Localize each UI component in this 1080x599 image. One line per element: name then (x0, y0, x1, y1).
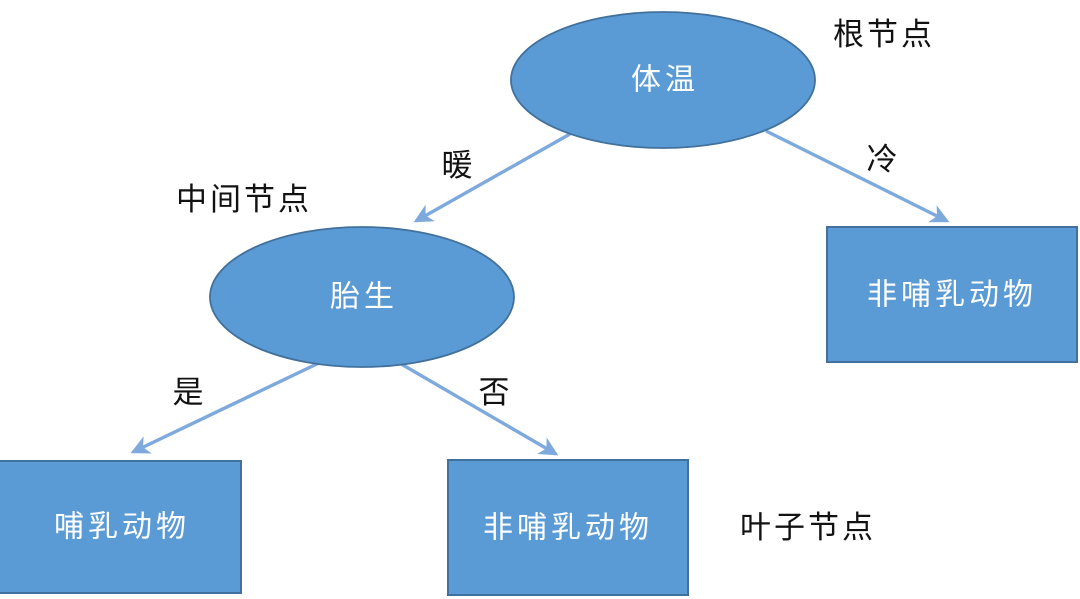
edge-warm-arrow (413, 132, 571, 223)
leaf-mammal-rect (0, 460, 242, 594)
annotation-leaf-note: 叶子节点 (740, 510, 876, 545)
edge-cold-label: 冷 (867, 142, 898, 177)
edge-yes-label: 是 (173, 375, 204, 410)
root-node-ellipse (510, 11, 816, 149)
leaf-non-mammal-right-rect (826, 226, 1078, 363)
internal-node-ellipse (209, 226, 515, 368)
edge-no-label: 否 (479, 375, 510, 410)
leaf-mammal-label: 哺乳动物 (54, 511, 190, 544)
edge-cold-arrow (765, 129, 950, 223)
leaf-non-mammal-rect (447, 459, 689, 596)
annotation-internal-note: 中间节点 (176, 182, 312, 217)
edge-warm-label: 暖 (442, 148, 473, 183)
root-node-label: 体温 (631, 64, 699, 97)
leaf-non-mammal-label: 非哺乳动物 (483, 512, 653, 545)
edge-no-arrow (395, 359, 559, 456)
leaf-non-mammal-right-label: 非哺乳动物 (867, 279, 1037, 312)
internal-node-label: 胎生 (330, 281, 398, 314)
annotation-root-note: 根节点 (833, 17, 935, 52)
edge-yes-arrow (130, 359, 324, 454)
